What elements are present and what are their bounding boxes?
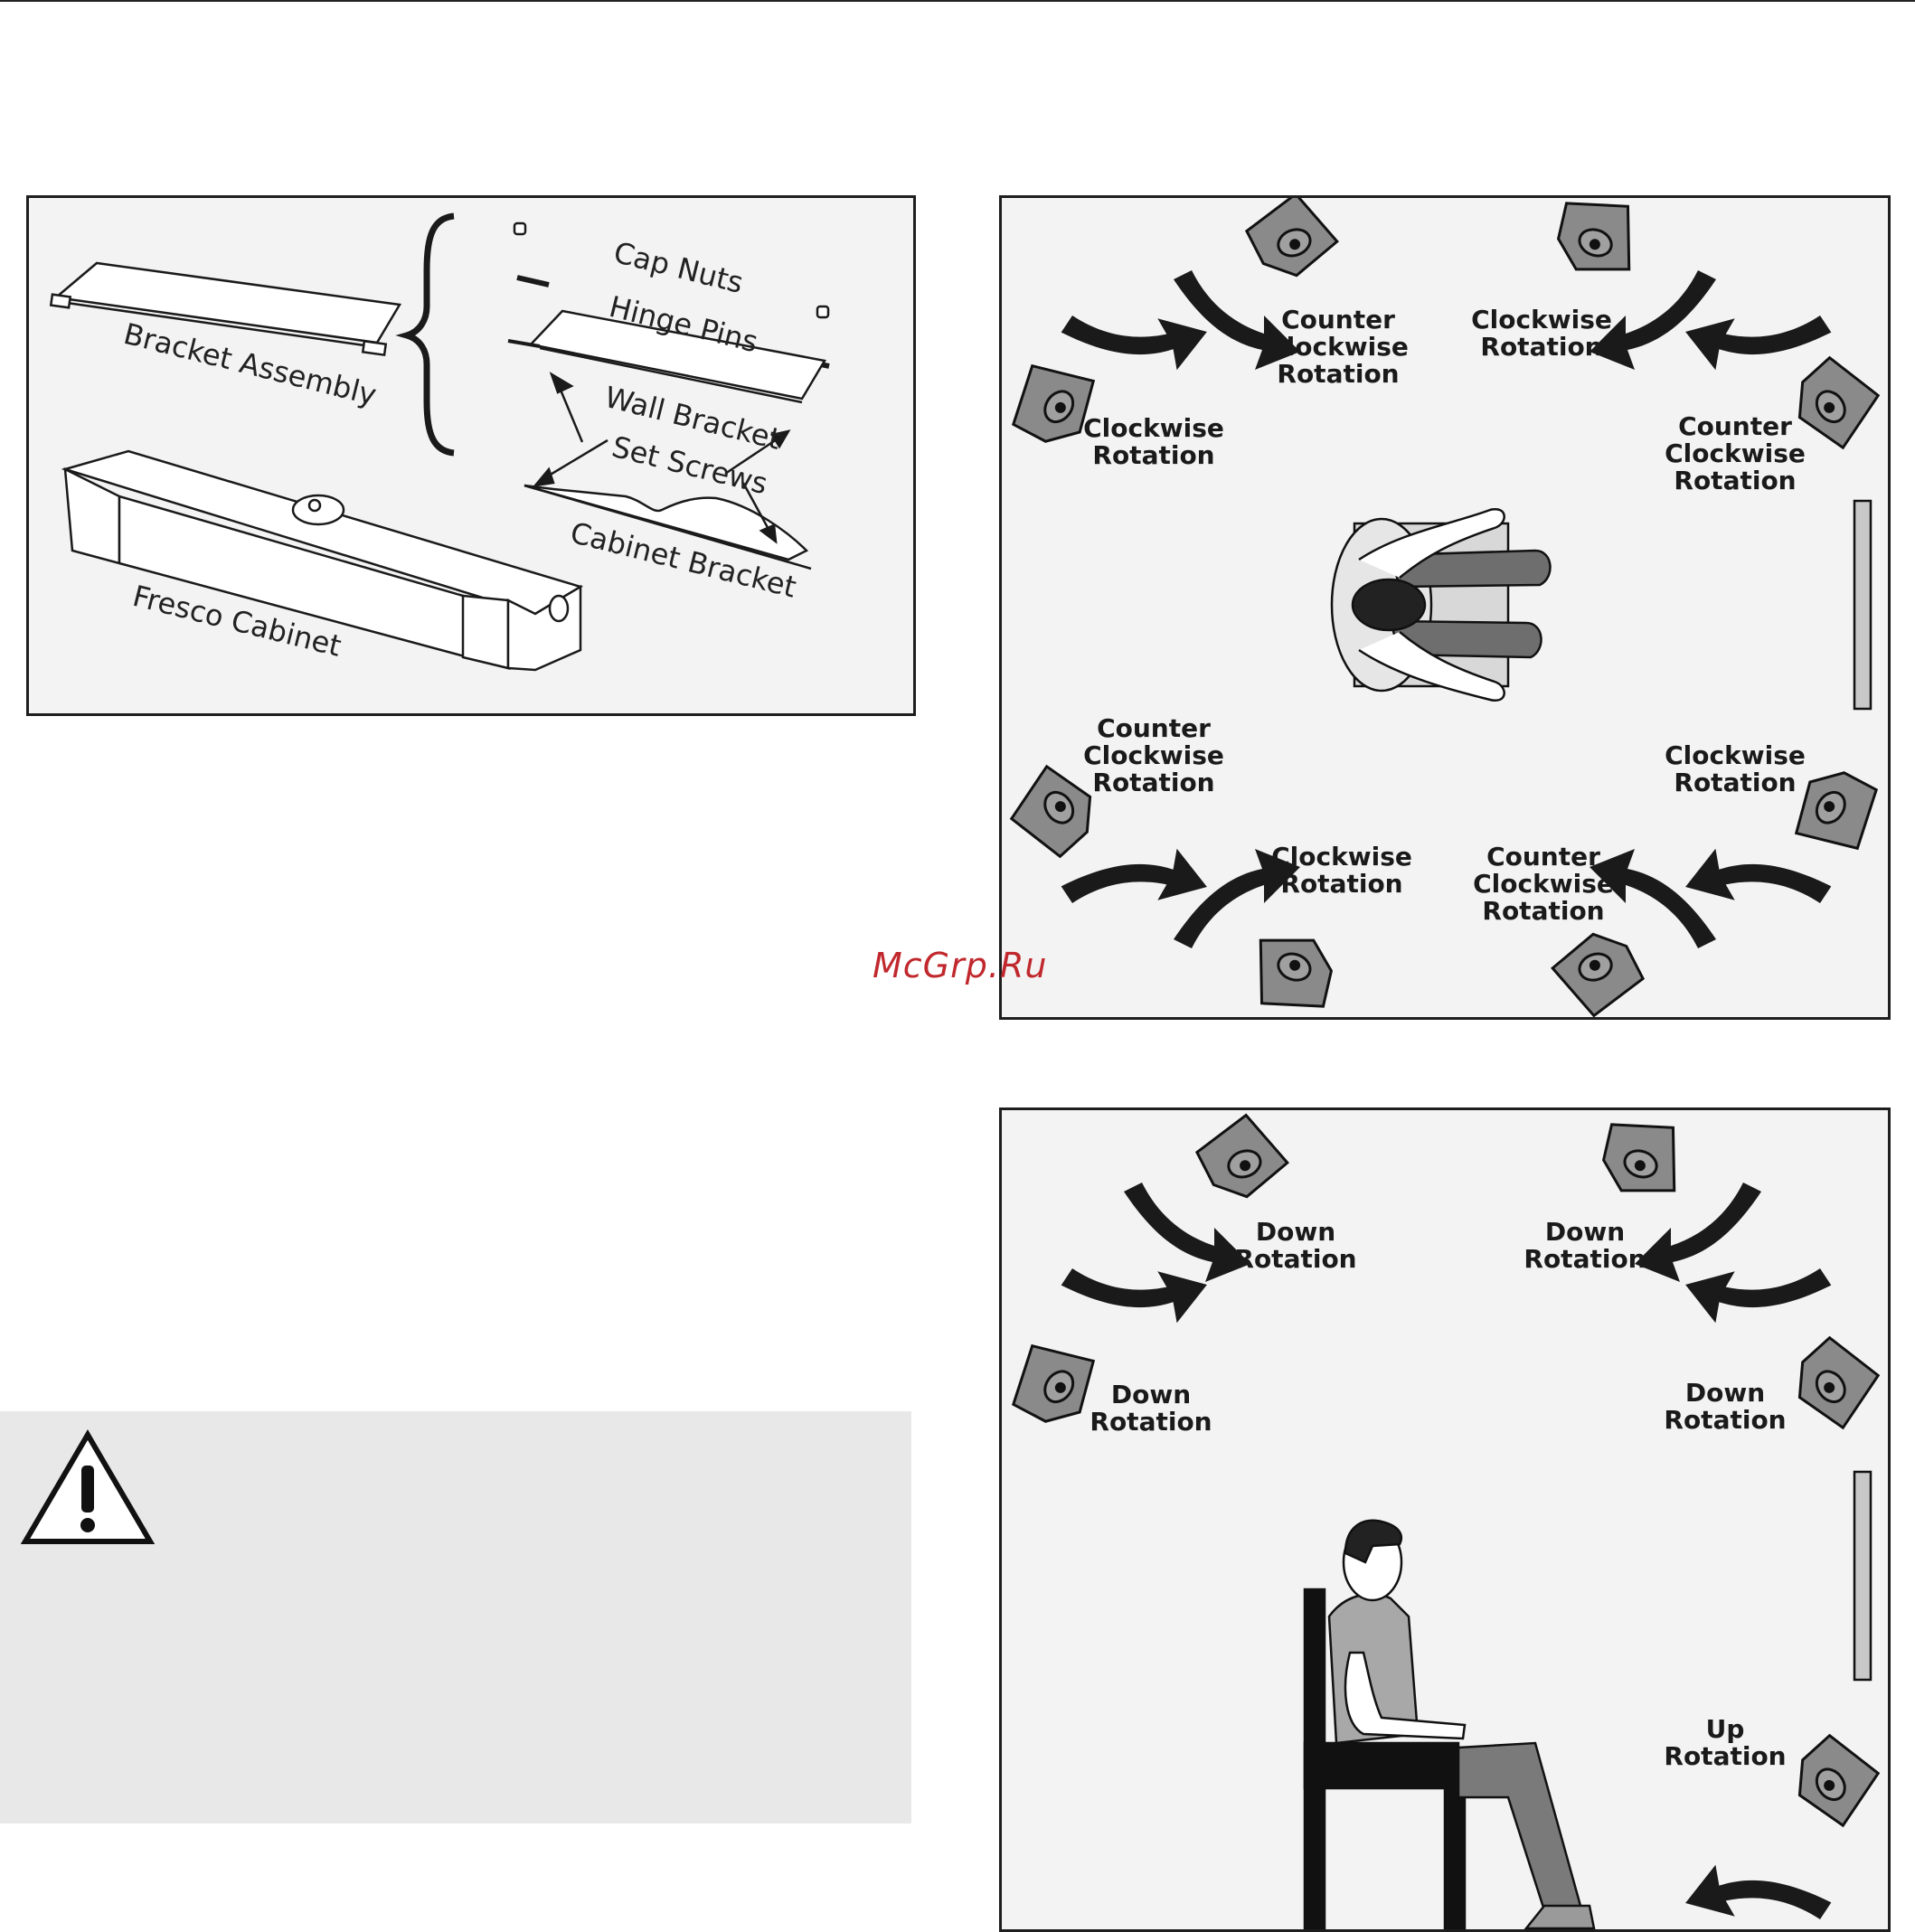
side-speaker-top-right [1590,1110,1696,1210]
side-view-label-left: Down Rotation [1090,1380,1212,1437]
grouping-brace [395,212,455,457]
speaker-bottom-right [1544,921,1651,1017]
side-view-label-top-left: Down Rotation [1234,1217,1357,1274]
top-view-label-left-upper: Clockwise Rotation [1083,413,1224,470]
side-view-label-top-right: Down Rotation [1524,1217,1646,1274]
side-speaker-top-left [1189,1110,1296,1210]
speaker-bottom-left [1239,921,1345,1017]
side-arrow-top-right [1635,1183,1761,1282]
top-view-label-top-right: Clockwise Rotation [1471,305,1612,362]
side-tv-screen [1853,1470,1873,1682]
warning-box [0,1411,911,1824]
cap-nut-1 [513,221,527,236]
side-speaker-right-low [1779,1723,1888,1838]
top-view-label-right-lower: Clockwise Rotation [1665,740,1806,797]
top-view-label-left-lower: Counter Clockwise Rotation [1083,713,1224,797]
listener-side-view [1303,1519,1596,1929]
top-view-label-bottom-left: Clockwise Rotation [1271,842,1412,899]
side-arrow-right-low [1676,1824,1836,1929]
label-cap-nuts: Cap Nuts [610,235,747,300]
cap-nut-2 [816,305,830,319]
top-view-label-bottom-right: Counter Clockwise Rotation [1473,842,1614,926]
cabinet-bracket-plate [524,484,809,561]
page-top-rule [0,0,1915,2]
top-view-label-right-upper: Counter Clockwise Rotation [1665,411,1806,495]
side-arrow-top-left [1124,1183,1250,1282]
hinge-pin-1 [516,275,550,287]
side-view-label-right-low: Up Rotation [1664,1714,1787,1771]
side-view-drawing [1002,1110,1888,1929]
parts-diagram-panel: Cap Nuts Hinge Pins Bracket Assembly Wal… [26,195,916,716]
wall-bracket-plate [528,309,826,401]
parts-diagram-drawing: Cap Nuts Hinge Pins Bracket Assembly Wal… [49,212,830,672]
listener-top-view [1330,507,1552,702]
fresco-cabinet-body [61,449,584,672]
speaker-top-left [1239,198,1345,288]
side-view-panel: Down Rotation Down Rotation Down Rotatio… [999,1107,1891,1932]
side-view-label-right: Down Rotation [1664,1378,1787,1435]
speaker-top-right [1544,198,1651,288]
side-speaker-right [1779,1325,1888,1440]
tv-screen [1853,499,1873,711]
bracket-assembly-plate [53,261,402,344]
top-view-panel: Counter Clockwise Rotation Clockwise Rot… [999,195,1891,1020]
top-view-drawing [1002,198,1888,1017]
top-view-label-top-left: Counter Clockwise Rotation [1268,305,1409,389]
warning-triangle-icon [20,1429,156,1544]
watermark: McGrp.Ru [873,946,1048,985]
